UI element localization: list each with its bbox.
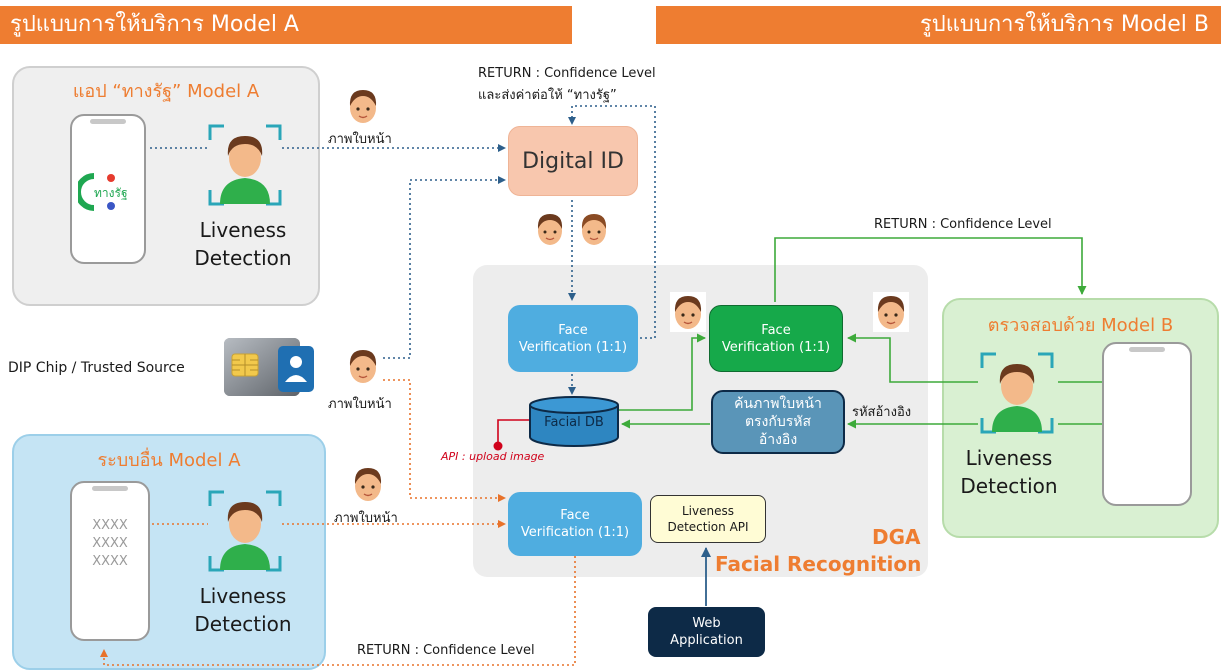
liveness-api-line1: Liveness bbox=[682, 504, 734, 518]
line-phone-b-to-liveness bbox=[1058, 381, 1102, 425]
person-face-icon bbox=[670, 292, 706, 332]
search-face-reference-box: ค้นภาพใบหน้าตรงกับรหัสอ้างอิง bbox=[711, 390, 845, 454]
search-line1: ค้นภาพใบหน้า bbox=[734, 396, 822, 412]
line-chip-to-fv3 bbox=[383, 379, 506, 502]
line-api-upload bbox=[497, 419, 535, 444]
panel-model-b-title: ตรวจสอบด้วย Model B bbox=[987, 315, 1174, 336]
return-label-bottom: RETURN : Confidence Level bbox=[357, 643, 535, 658]
fv3-line1: Face bbox=[560, 508, 590, 523]
person-face-icon bbox=[354, 468, 382, 501]
panel-other-system: ระบบอื่น Model A bbox=[12, 434, 326, 670]
banner-model-a: รูปแบบการให้บริการ Model A bbox=[0, 6, 572, 44]
liveness-detection-label-b: Liveness Detection bbox=[946, 444, 1072, 500]
fv1-line2: Verification (1:1) bbox=[518, 339, 628, 355]
fv3-line2: Verification (1:1) bbox=[520, 525, 630, 540]
return-label-model-b: RETURN : Confidence Level bbox=[874, 217, 1052, 232]
liveness-face-icon-a bbox=[208, 124, 282, 206]
liveness-api-line2: Detection API bbox=[667, 520, 749, 534]
phone-notch bbox=[1129, 347, 1165, 352]
placeholder-line: XXXX bbox=[92, 554, 128, 569]
search-line2: ตรงกับรหัส bbox=[744, 414, 812, 430]
panel-other-system-title: ระบบอื่น Model A bbox=[97, 450, 241, 471]
liveness-a-line1: Liveness bbox=[199, 218, 287, 242]
banner-model-b: รูปแบบการให้บริการ Model B bbox=[656, 6, 1221, 44]
phone-notch bbox=[92, 486, 128, 491]
panel-app-thangrat-title: แอป “ทางรัฐ” Model A bbox=[72, 81, 260, 102]
phone-model-b bbox=[1102, 342, 1192, 506]
fv2-line2: Verification (1:1) bbox=[721, 339, 831, 355]
api-upload-label: API : upload image bbox=[441, 450, 545, 463]
face-image-label-3: ภาพใบหน้า bbox=[334, 511, 398, 526]
liveness-detection-label-a: Liveness Detection bbox=[176, 216, 310, 272]
phone-other-system: XXXX XXXX XXXX bbox=[70, 481, 150, 641]
web-app-line1: Web bbox=[692, 616, 721, 631]
thangrat-logo-text: ทางรัฐ bbox=[94, 186, 128, 200]
banner-model-b-text: รูปแบบการให้บริการ Model B bbox=[919, 12, 1209, 37]
liveness-b-line2: Detection bbox=[960, 474, 1058, 498]
phone-app-thangrat: ทางรัฐ bbox=[70, 114, 146, 264]
placeholder-line: XXXX bbox=[92, 536, 128, 551]
api-upload-dot bbox=[493, 441, 503, 451]
search-line3: อ้างอิง bbox=[758, 432, 798, 448]
line-chip-to-digital-id bbox=[383, 176, 506, 359]
liveness-face-icon-other bbox=[208, 490, 282, 572]
return-label-top-2: และส่งค่าต่อให้ “ทางรัฐ” bbox=[478, 88, 617, 103]
liveness-other-line2: Detection bbox=[194, 612, 292, 636]
person-face-icon bbox=[349, 90, 377, 123]
fv1-line1: Face bbox=[558, 322, 588, 338]
line-db-to-fv-green bbox=[618, 333, 706, 411]
web-app-line2: Application bbox=[670, 633, 743, 648]
dip-chip-label: DIP Chip / Trusted Source bbox=[8, 360, 185, 376]
liveness-b-line1: Liveness bbox=[965, 446, 1053, 470]
facial-db-label: Facial DB bbox=[544, 415, 604, 430]
panel-app-thangrat: แอป “ทางรัฐ” Model A bbox=[12, 66, 320, 306]
digital-id-box: Digital ID bbox=[508, 126, 638, 196]
reference-code-label: รหัสอ้างอิง bbox=[852, 405, 912, 420]
banner-model-a-text: รูปแบบการให้บริการ Model A bbox=[10, 12, 299, 37]
dga-label: DGA bbox=[872, 525, 921, 549]
digital-id-label: Digital ID bbox=[522, 148, 624, 174]
liveness-a-line2: Detection bbox=[194, 246, 292, 270]
face-image-label-2: ภาพใบหน้า bbox=[328, 397, 392, 412]
placeholder-text-block: XXXX XXXX XXXX bbox=[72, 517, 148, 571]
placeholder-line: XXXX bbox=[92, 518, 128, 533]
liveness-detection-label-other: Liveness Detection bbox=[176, 582, 310, 638]
liveness-other-line1: Liveness bbox=[199, 584, 287, 608]
line-fv-green-return bbox=[774, 237, 1087, 302]
person-face-icon bbox=[537, 214, 563, 245]
fv2-line1: Face bbox=[761, 322, 791, 338]
face-image-label-1: ภาพใบหน้า bbox=[328, 132, 392, 147]
facial-recognition-label: Facial Recognition bbox=[715, 552, 922, 576]
person-face-icon bbox=[873, 292, 909, 332]
facial-db-cylinder bbox=[529, 396, 619, 447]
person-face-icon bbox=[349, 350, 377, 383]
return-label-top-1: RETURN : Confidence Level bbox=[478, 66, 656, 81]
liveness-face-icon-b bbox=[980, 352, 1054, 434]
chip-card-icon bbox=[224, 338, 314, 396]
person-face-icon bbox=[581, 214, 607, 245]
line-model-b-to-fv-green bbox=[847, 333, 978, 383]
thangrat-logo-icon: ทางรัฐ bbox=[78, 173, 128, 211]
line-return-to-digital-id bbox=[568, 105, 656, 339]
phone-notch bbox=[90, 119, 126, 124]
